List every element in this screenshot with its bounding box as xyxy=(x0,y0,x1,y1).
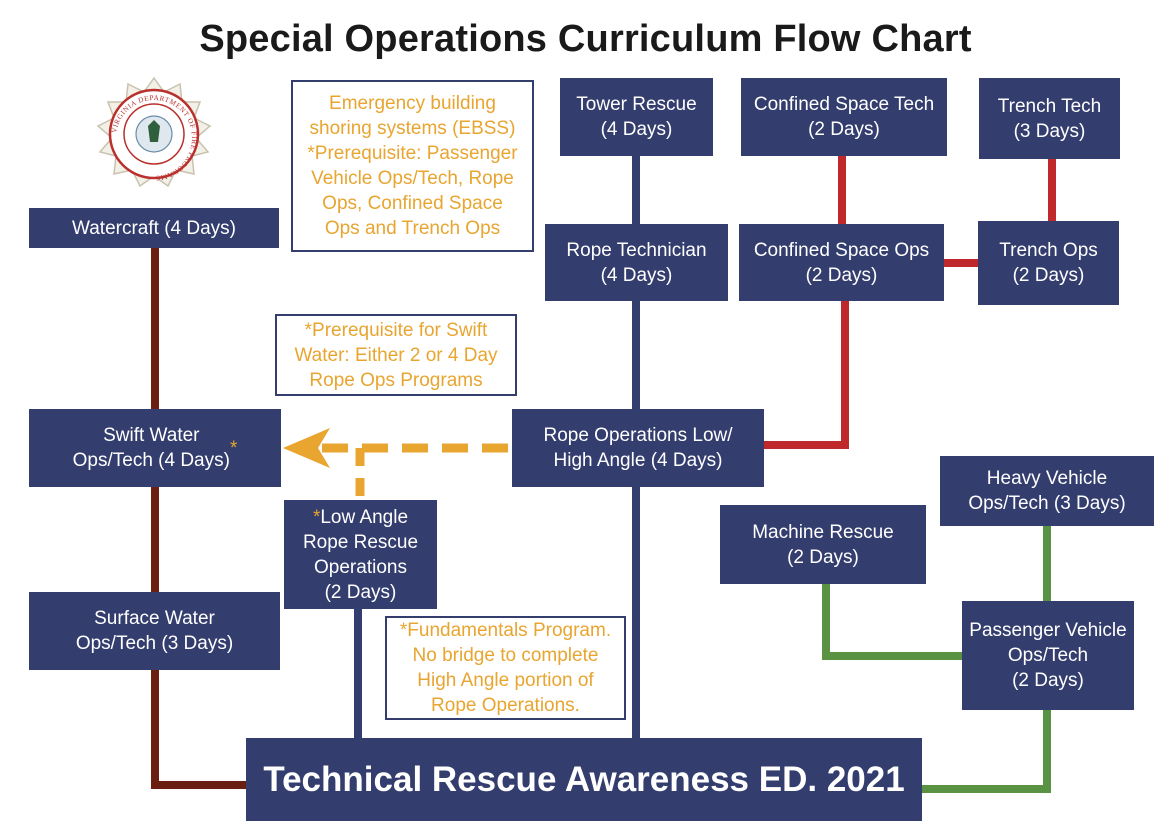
fundamentals-note: *Fundamentals Program. No bridge to comp… xyxy=(385,616,626,720)
confined-track-lines xyxy=(762,155,1056,449)
trench-tech-box: Trench Tech (3 Days) xyxy=(979,78,1120,159)
swift-water-star: * xyxy=(229,437,238,459)
low-angle-star: * xyxy=(312,506,321,528)
ebss-note: Emergency building shoring systems (EBSS… xyxy=(291,80,534,252)
low-angle-label: *Low Angle Rope Rescue Operations (2 Day… xyxy=(303,505,418,605)
passenger-vehicle-line xyxy=(920,708,1051,793)
page-title: Special Operations Curriculum Flow Chart xyxy=(199,18,972,60)
low-angle-text: Low Angle Rope Rescue Operations (2 Days… xyxy=(302,506,419,603)
machine-rescue-box: Machine Rescue (2 Days) xyxy=(720,505,926,584)
swift-water-label: Swift Water Ops/Tech (4 Days) xyxy=(72,425,230,471)
confined-space-ops-box: Confined Space Ops (2 Days) xyxy=(739,224,944,301)
passenger-vehicle-box: Passenger Vehicle Ops/Tech (2 Days) xyxy=(962,601,1134,710)
swift-water-box: Swift Water Ops/Tech (4 Days)* xyxy=(29,409,281,487)
confined-ops-line xyxy=(762,298,849,449)
water-track-lines xyxy=(151,245,250,789)
machine-rescue-line xyxy=(822,582,964,660)
vehicle-track-lines xyxy=(822,525,1051,793)
watercraft-box: Watercraft (4 Days) xyxy=(29,208,279,248)
rope-operations-box: Rope Operations Low/ High Angle (4 Days) xyxy=(512,409,764,487)
prereq-arrow xyxy=(322,443,508,500)
seal-figure xyxy=(148,120,160,142)
seal-icon: VIRGINIA DEPARTMENT OF FIRE PROGRAMS xyxy=(96,76,212,188)
low-angle-box: *Low Angle Rope Rescue Operations (2 Day… xyxy=(284,500,437,609)
swift-water-prereq-note: *Prerequisite for Swift Water: Either 2 … xyxy=(275,314,517,396)
surface-water-box: Surface Water Ops/Tech (3 Days) xyxy=(29,592,280,670)
arrow-head-icon xyxy=(283,428,330,468)
technical-rescue-awareness-box: Technical Rescue Awareness ED. 2021 xyxy=(246,738,922,821)
rope-technician-box: Rope Technician (4 Days) xyxy=(545,224,728,301)
heavy-vehicle-box: Heavy Vehicle Ops/Tech (3 Days) xyxy=(940,456,1154,526)
confined-space-tech-box: Confined Space Tech (2 Days) xyxy=(741,78,947,156)
tower-rescue-box: Tower Rescue (4 Days) xyxy=(560,78,713,156)
trench-ops-box: Trench Ops (2 Days) xyxy=(978,221,1119,305)
